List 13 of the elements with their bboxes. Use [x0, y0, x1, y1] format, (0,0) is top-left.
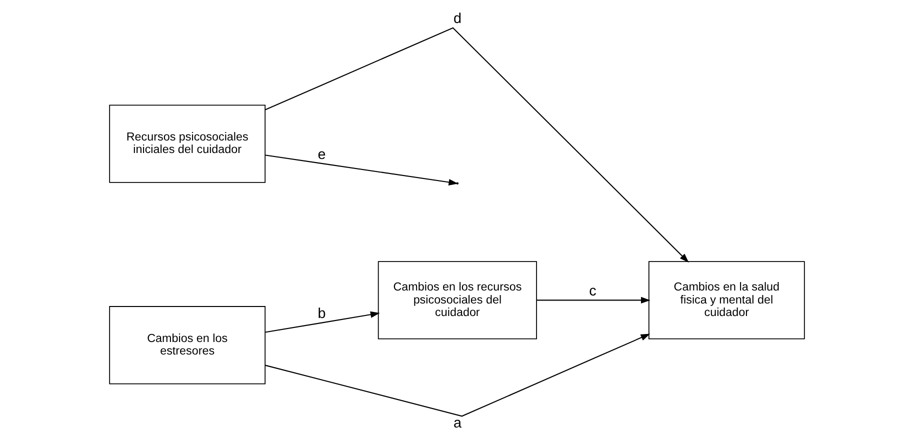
edge-label: b — [317, 306, 326, 322]
edge-label: c — [588, 284, 596, 300]
edge-label: e — [317, 146, 326, 163]
edge-label: a — [452, 416, 461, 432]
arrow — [536, 296, 650, 304]
node-box: Cambios en los recursos psicosociales del cuidador — [377, 261, 536, 340]
node-box: Cambios en la salud fisica y mental del cuidador — [648, 261, 804, 340]
arrow — [264, 334, 650, 417]
arrow — [264, 311, 380, 333]
node-box: Recursos psicosociales iniciales del cuidador — [108, 104, 266, 183]
arrow — [264, 27, 688, 263]
node-box: Cambios en los estresores — [108, 306, 266, 384]
edge-label: d — [452, 11, 461, 28]
